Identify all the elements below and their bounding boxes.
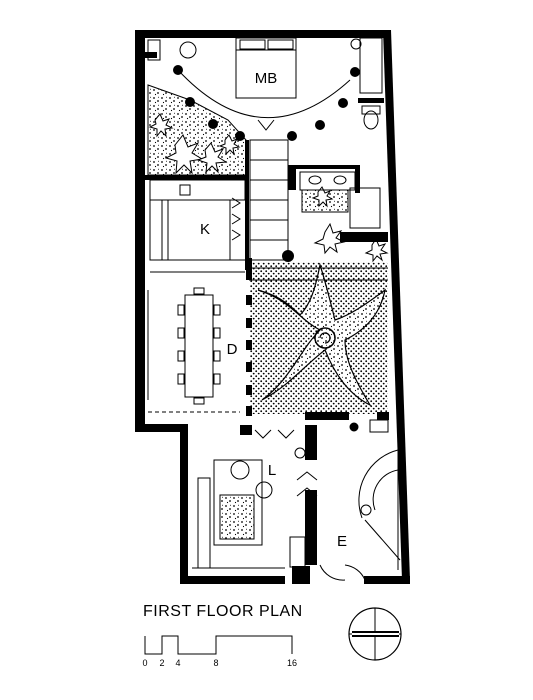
scale-tick-0: 0: [142, 658, 147, 668]
scale-bar: 0 2 4 8 16: [142, 635, 297, 668]
room-label-k: K: [200, 221, 210, 238]
room-label-l: L: [268, 462, 276, 479]
room-label-d: D: [227, 341, 238, 358]
plan-title: FIRST FLOOR PLAN: [143, 603, 303, 620]
mosaic-courtyard: [250, 262, 388, 414]
north-arrow-icon: [348, 607, 402, 661]
bedroom-column-ring: [173, 65, 360, 262]
scale-tick-8: 8: [213, 658, 218, 668]
room-label-e: E: [337, 533, 347, 550]
scale-tick-16: 16: [287, 658, 297, 668]
bath-planter: [301, 186, 349, 213]
scale-tick-2: 2: [159, 658, 164, 668]
furniture: [147, 37, 401, 581]
room-label-mb: MB: [255, 70, 278, 87]
interior-walls: [145, 52, 389, 565]
leaf-planter: [313, 222, 389, 263]
garden-planter: [147, 84, 247, 176]
exterior-walls: [135, 30, 410, 584]
scale-tick-4: 4: [175, 658, 180, 668]
